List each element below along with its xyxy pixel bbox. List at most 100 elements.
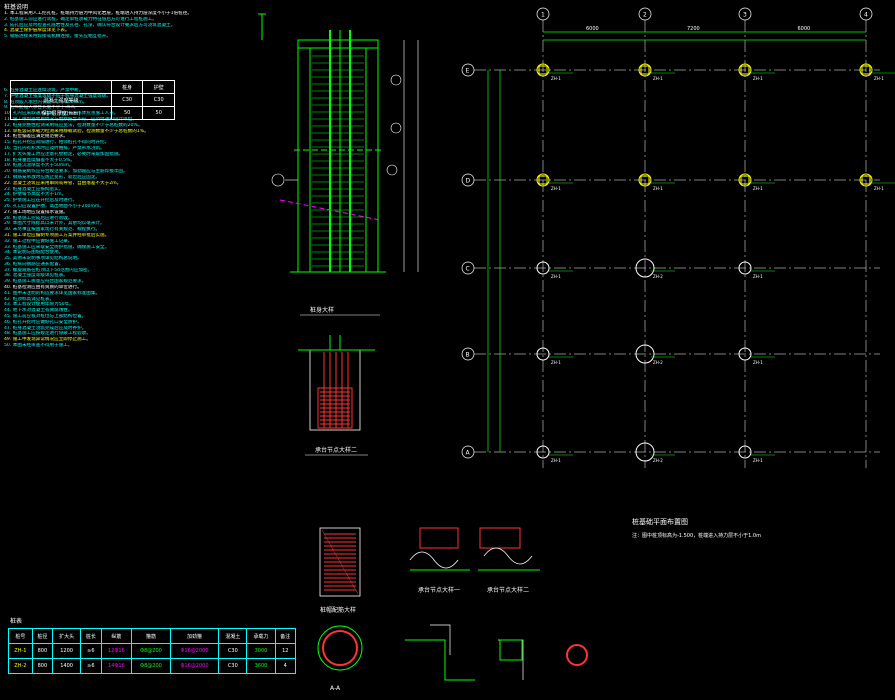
note-line: 43. 本工程设计使用年限为50年。 [4,302,74,308]
pile-circle [536,445,550,459]
note-line: 35. 其他未说明事项详见结构总说明。 [4,256,82,262]
grid-label-top: 2 [643,12,647,19]
pile-circle [536,173,550,187]
pile-table-cell: Φ16@2000 [169,658,220,674]
pile-table-title: 桩表 [10,618,23,625]
note-line: 33. 桩基施工应采取安全防护措施，确保施工安全。 [4,244,110,250]
note-line: 25. 护壁施工应在开挖后及时进行。 [4,198,78,204]
cover-table: 桩身 护壁 混凝土强度等级 C30 C30 保护层厚度(mm) 50 50 [10,80,175,120]
pile-circle [738,445,752,459]
note-line: 21. 钢筋笼吊放时应防止变形，就位后应固定。 [4,174,101,180]
pile-label: ZH-1 [551,458,561,463]
detail-3-title: 承台节点大样二 [315,446,357,454]
section-aa-label: A-A [330,685,341,692]
dimension-text: 7200 [687,26,700,32]
pile-circle [536,347,550,361]
pile-table-cell: 14Φ16 [100,658,133,674]
note-line: 26. 孔口应设置护圈，高出地面不小于200mm。 [4,203,104,209]
pile-label: ZH-1 [551,274,561,279]
note-line: 2. 桩基施工前应进行试桩，确定单桩承载力特征值后方可进行工程桩施工。 [4,16,157,22]
pile-circle [738,63,752,77]
cap-node-detail-1 [298,335,375,431]
pile-circle [635,258,655,278]
pile-table-cell: 4 [274,658,297,674]
pile-circle [738,261,752,275]
cap-node-detail-2 [409,527,540,571]
pile-label: ZH-1 [653,76,663,81]
note-line: 13. 单桩竖向承载力检测采用静载试验，检测数量不少于总桩数的1%。 [4,128,149,134]
note-line: 3. 成孔后应及时检查孔底岩性及孔径、孔深，确认符合设计要求后方可浇筑混凝土。 [4,22,176,28]
note-line: 28. 桩基施工完成后应进行验收。 [4,215,73,221]
note-line: 4. 混凝土保护层厚度详见下表。 [4,28,70,34]
pile-table-cell: 12 [274,643,297,659]
pile-table-header: 桩长 [80,628,102,644]
pile-circle [638,63,652,77]
detail-4-title: 桩帽配筋大样 [320,606,356,614]
grid-label-left: E [466,68,470,75]
pile-circle [536,261,550,275]
pile-cap-square [538,65,548,75]
note-line: 29. 本图尺寸除标高以米计外，其余均以毫米计。 [4,221,105,227]
grid-label-top: 1 [541,12,545,19]
cap-node-1-rebar [320,352,350,428]
note-line: 42. 桩顶标高详见桩表。 [4,296,55,302]
pile-cap-rebar [324,533,356,591]
pile-label: ZH-2 [653,274,663,279]
dimension-text: 6000 [798,26,811,32]
pile-label: ZH-1 [551,360,561,365]
pile-table-cell: 1400 [52,658,82,674]
pile-label: ZH-1 [753,458,763,463]
note-line: 22. 混凝土浇筑应采用串筒或导管，自由落差不大于2m。 [4,180,122,186]
pile-label: ZH-1 [874,186,884,191]
pile-cap-square [538,175,548,185]
pile-label: ZH-1 [653,186,663,191]
pile-cap-square [861,65,871,75]
section-aa [317,625,363,671]
note-line: 39. 桩基施工质量应符合国家规范要求。 [4,279,87,285]
note-line: 5. 钢筋连接采用焊接或机械连接，接头应相互错开。 [4,34,111,40]
note-line: 14. 桩位偏差应满足规范要求。 [4,134,68,140]
pile-circle [738,173,752,187]
dimension-text: 6000 [586,26,599,32]
note-line: 20. 钢筋笼制作应符合规范要求，加劲箍应与主筋焊接牢固。 [4,169,128,175]
grid-label-left: A [466,450,471,457]
note-line: 44. 地下水对混凝土有微腐蚀性。 [4,308,73,314]
note-line: 47. 桩身混凝土浇筑完成后应及时养护。 [4,325,87,331]
note-line: 23. 桩身混凝土应振捣密实。 [4,186,64,192]
pile-circle [635,442,655,462]
grid-label-left: D [466,178,471,185]
design-notes: 桩基说明 1. 本工程采用人工挖孔桩，桩端持力层为中风化岩层，桩端进入持力层深度… [4,2,244,602]
plan-note: 注：图中桩顶标高为-1.500，桩端进入持力层不小于1.0m [632,532,761,539]
note-line: 40. 桩基检测应由有资质的单位进行。 [4,285,82,291]
pile-circle [738,347,752,361]
note-line: 27. 施工场地应设置排水设施。 [4,209,68,215]
note-line: 1. 本工程采用人工挖孔桩，桩端持力层为中风化岩层，桩端进入持力层深度不小于1倍… [4,11,192,16]
grid-label-left: B [466,352,470,359]
notes-lines: 1. 本工程采用人工挖孔桩，桩端持力层为中风化岩层，桩端进入持力层深度不小于1倍… [4,11,244,349]
pile-label: ZH-1 [753,360,763,365]
pile-label: ZH-2 [653,458,663,463]
notes-heading: 桩基说明 [4,4,29,11]
note-line: 38. 混凝土强度等级详见桩表。 [4,273,68,279]
note-line: 30. 未尽事宜按国家现行有关规范、规程执行。 [4,227,101,233]
pile-circle [635,344,655,364]
pile-table-cell: ≥6 [80,658,102,674]
note-line: 50. 本图未经审查不得用于施工。 [4,343,73,349]
pile-circle [536,63,550,77]
grid-label-top: 3 [743,12,747,19]
note-line: 37. 螺旋箍筋在桩顶以下5d范围内应加密。 [4,267,93,273]
note-line: 17. 扩大头施工时应注意孔壁稳定，必要时采取加固措施。 [4,151,124,157]
pile-label: ZH-1 [753,186,763,191]
pile-cap-square [861,175,871,185]
pile-circle [859,173,873,187]
pile-circle [859,63,873,77]
grid-label-top: 4 [864,12,868,19]
pile-elevation-detail [258,13,419,273]
cover-table-cell: 保护层厚度(mm) [10,106,112,120]
pile-stirrups [312,55,364,267]
pile-cap-square [640,65,650,75]
